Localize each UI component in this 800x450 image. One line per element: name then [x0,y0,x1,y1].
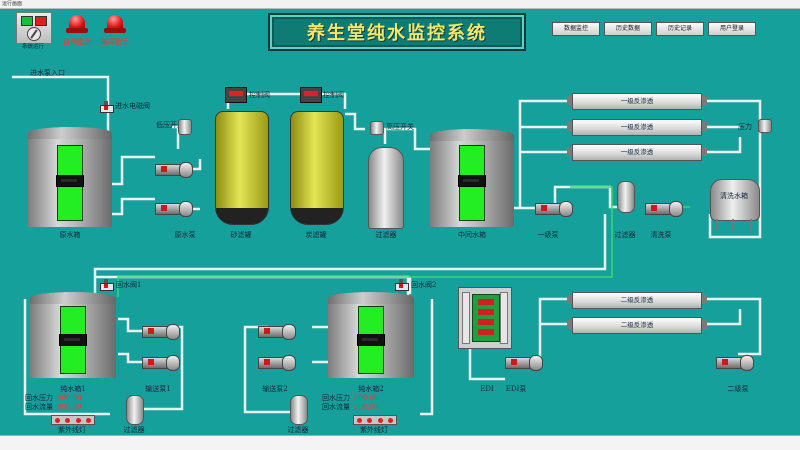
control-valve-b-head[interactable] [300,87,322,103]
uv-lamp-2[interactable] [353,415,397,425]
pure-tank-1-level-display [59,334,87,346]
uv-lamp-1-label: 紫外线灯 [58,426,86,434]
return-pressure-1-label: 回水压力 [25,394,53,402]
filter3a-housing[interactable] [126,395,144,425]
uv-lamp-2-label: 紫外线灯 [360,426,388,434]
stage1-pump[interactable] [535,201,573,217]
transfer-pump-2a[interactable] [258,324,296,340]
uv-lamp-1[interactable] [51,415,95,425]
control-valve-a-head[interactable] [225,87,247,103]
scada-canvas: 系统运行 自动指示 故障指示 养生堂纯水监控系统 数据监控 历史数据 历史记录 … [0,9,800,435]
return-flow-1-value: 000.00 [57,403,82,411]
raw-water-inlet-label: 进水泵入口 [30,69,65,77]
transfer-pump-2-label: 输送泵2 [262,385,288,393]
fault-indicator-label: 故障指示 [101,38,129,46]
sand-filter-vessel[interactable] [215,111,269,225]
return-valve-1-icon[interactable] [100,279,114,291]
control-valve-a-label: 控制阀 [249,91,270,99]
transfer-pump-2b[interactable] [258,355,296,371]
ro2-membrane-2[interactable]: 二级反渗透 [567,317,707,334]
pure-tank-1-label: 纯水箱1 [60,385,86,393]
nav-history-log-button[interactable]: 历史记录 [656,22,704,36]
window-statusbar [0,435,800,450]
filter3b-housing[interactable] [290,395,308,425]
pure-water-tank-2[interactable] [328,292,414,378]
ro-pressure-switch-icon [758,119,772,133]
ro-pressure-label: 压力 [738,123,752,131]
return-flow-2-value: 000.00 [354,403,379,411]
filter3a-label: 过滤器 [123,426,145,434]
nav-data-monitor-button[interactable]: 数据监控 [552,22,600,36]
auto-indicator-lamp-icon [66,15,88,33]
return-pressure-2-label: 回水压力 [322,394,350,402]
edi-pump[interactable] [505,355,543,371]
auto-indicator-label: 自动指示 [63,38,91,46]
edi-module[interactable] [458,287,512,349]
stage1-pump-label: 一级泵 [537,231,559,239]
high-pressure-switch-icon [370,121,384,135]
carbon-filter-label: 炭滤罐 [305,231,327,239]
clean-tank[interactable] [710,179,760,221]
filter2-housing[interactable] [617,181,635,213]
high-pressure-switch-label: 高压开关 [386,123,414,131]
window-titlebar: 运行画面 [0,0,800,9]
return-valve-2-label: 回水阀2 [411,281,437,289]
return-valve-2-icon[interactable] [395,279,409,291]
nav-user-login-button[interactable]: 用户登录 [708,22,756,36]
clean-tank-label: 清洗水箱 [720,192,748,200]
system-title: 养生堂纯水监控系统 [268,13,526,51]
raw-water-tank[interactable] [28,127,112,227]
clean-pump[interactable] [645,201,683,217]
ro1-membrane-1[interactable]: 一级反渗透 [567,93,707,110]
pure-water-tank-1[interactable] [30,292,116,378]
carbon-filter-vessel[interactable] [290,111,344,225]
filter2-label: 过滤器 [614,231,636,239]
stage2-pump[interactable] [716,355,754,371]
raw-tank-label: 原水箱 [59,231,81,239]
sand-filter-label: 砂滤罐 [230,231,252,239]
raw-pump-b[interactable] [155,201,193,217]
window-title: 运行画面 [2,1,23,7]
transfer-pump-1a[interactable] [142,324,180,340]
low-pressure-switch-label: 低压开关 [156,121,184,129]
control-valve-b-label: 控制阀 [323,91,344,99]
intermediate-tank[interactable] [430,129,514,227]
system-run-button[interactable] [16,12,52,44]
transfer-pump-1-label: 输送泵1 [145,385,171,393]
edi-pump-label: EDI泵 [505,385,527,393]
edi-label: EDI [480,385,494,393]
stage2-pump-label: 二级泵 [727,385,749,393]
raw-pump-label: 原水泵 [174,231,196,239]
raw-tank-level-display [56,175,84,187]
return-flow-2-label: 回水流量 [322,403,350,411]
nav-history-data-button[interactable]: 历史数据 [604,22,652,36]
fault-indicator-lamp-icon [104,15,126,33]
filter-housing[interactable] [368,147,404,229]
ro1-membrane-2[interactable]: 一级反渗透 [567,119,707,136]
run-button-label: 系统运行 [21,44,45,50]
stop-indicator-red [35,16,47,26]
inlet-valve-icon[interactable] [100,101,114,113]
low-pressure-switch-icon [178,119,192,135]
pure-tank-2-level-display [357,334,385,346]
intermediate-tank-level-display [458,175,486,187]
raw-pump-a[interactable] [155,162,193,178]
pure-tank-2-label: 纯水箱2 [358,385,384,393]
inlet-valve-label: 进水电磁阀 [115,102,150,110]
ro2-membrane-1[interactable]: 二级反渗透 [567,292,707,309]
run-indicator-green [21,16,33,26]
intermediate-tank-label: 中间水箱 [458,231,486,239]
return-valve-1-label: 回水阀1 [116,281,142,289]
return-flow-1-label: 回水流量 [25,403,53,411]
filter3b-label: 过滤器 [287,426,309,434]
clean-pump-label: 清洗泵 [650,231,672,239]
return-pressure-1-value: 000.00 [57,394,82,402]
selector-knob-icon [27,27,41,41]
transfer-pump-1b[interactable] [142,355,180,371]
ro1-membrane-3[interactable]: 一级反渗透 [567,144,707,161]
return-pressure-2-value: 000.00 [354,394,379,402]
filter-label: 过滤器 [375,231,397,239]
